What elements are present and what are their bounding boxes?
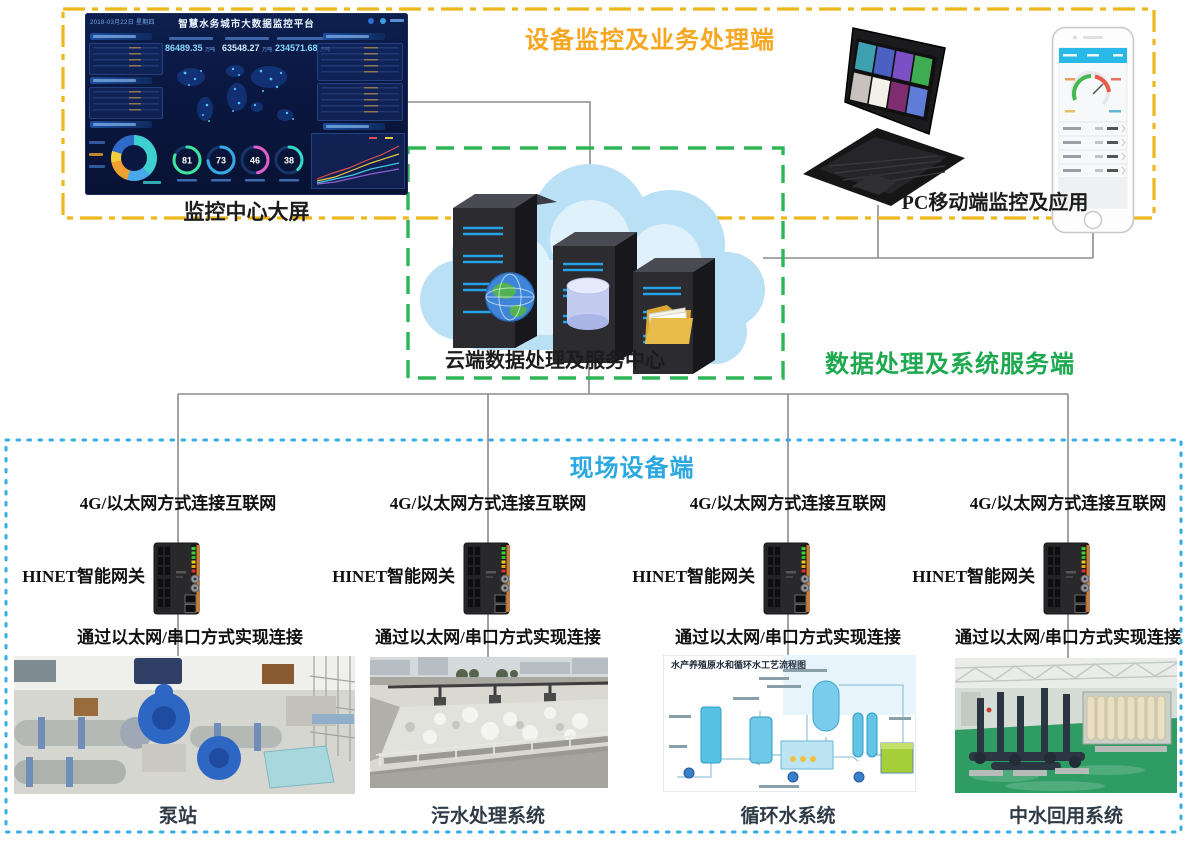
column4-connect-bottom-label: 通过以太网/串口方式实现连接 — [955, 628, 1181, 647]
dashboard-right-panel-title — [323, 123, 385, 130]
gauge-value-1: 81 — [182, 156, 192, 166]
laptop-screen — [847, 38, 937, 121]
column3-gateway-label: HINET智能网关 — [632, 567, 755, 586]
dashboard-line-chart — [311, 133, 405, 189]
dashboard-kpi-2: 63548.27 万吨 — [222, 43, 273, 53]
diagram-title: 水产养殖原水和循环水工艺流程图 — [671, 659, 806, 670]
system-caption-reuse: 中水回用系统 — [1008, 806, 1123, 827]
dashboard-header-icon — [380, 18, 386, 24]
pump-station-photo — [14, 656, 355, 794]
diagram-vessels — [700, 680, 914, 774]
hinet-gateway-device — [153, 542, 200, 615]
dashboard-left-table-1 — [89, 43, 163, 75]
gauge-value-2: 73 — [216, 156, 226, 166]
dashboard-right-panel-title — [323, 33, 385, 40]
section-title-field-devices: 现场设备端 — [569, 456, 695, 482]
cloud-caption: 云端数据处理及服务中心 — [445, 350, 665, 372]
pump-2 — [197, 736, 241, 780]
gauge-value-4: 38 — [284, 156, 294, 166]
laptop — [803, 27, 965, 206]
phone-home-button — [1083, 210, 1103, 230]
device-monitoring-border — [61, 7, 1156, 220]
dashboard-user-label — [390, 19, 404, 22]
hinet-gateway-device — [763, 542, 810, 615]
folder-icon — [645, 305, 693, 344]
data-service-border — [406, 146, 785, 380]
dashboard-left-panel-title — [90, 33, 152, 40]
dashboard-header-icon — [368, 18, 374, 24]
pc-mobile-caption: PC移动端监控及应用 — [901, 192, 1089, 214]
database-icon — [566, 277, 610, 330]
gauge-value-3: 46 — [250, 156, 260, 166]
monitoring-dashboard-screen: 2018-03月22日 星期四 智慧水务城市大数据监控平台 86489.35 万… — [85, 13, 408, 195]
cloud-data-center — [420, 164, 765, 374]
diagram-pumps — [683, 767, 865, 783]
column3-connect-bottom-label: 通过以太网/串口方式实现连接 — [675, 628, 901, 647]
column2-connect-top-label: 4G/以太网方式连接互联网 — [389, 494, 587, 513]
dashboard-gauges: 81 73 46 38 — [172, 145, 304, 182]
system-caption-sewage: 污水处理系统 — [430, 806, 545, 827]
phone-gauge — [1070, 70, 1111, 106]
hinet-gateway-device — [463, 542, 510, 615]
column1-connect-bottom-label: 通过以太网/串口方式实现连接 — [77, 628, 303, 647]
section-title-data-service: 数据处理及系统服务端 — [825, 352, 1075, 378]
laptop-keyboard — [819, 137, 947, 194]
phone-list — [1059, 121, 1127, 179]
column3-connect-top-label: 4G/以太网方式连接互联网 — [689, 494, 887, 513]
column4-connect-top-label: 4G/以太网方式连接互联网 — [969, 494, 1167, 513]
dashboard-donut-chart — [111, 135, 157, 181]
dashboard-left-table-2 — [89, 87, 163, 119]
dashboard-caption: 监控中心大屏 — [183, 200, 310, 224]
pump-1 — [138, 684, 190, 744]
dashboard-right-table-2 — [317, 83, 403, 121]
dashboard-date: 2018-03月22日 星期四 — [90, 20, 155, 26]
system-caption-pump-station: 泵站 — [158, 806, 197, 827]
dashboard-world-map — [177, 65, 294, 122]
pump-skids — [969, 688, 1085, 770]
dashboard-right-table-1 — [317, 43, 403, 81]
column2-connect-bottom-label: 通过以太网/串口方式实现连接 — [375, 628, 601, 647]
section-title-device-monitoring: 设备监控及业务处理端 — [525, 28, 775, 54]
column1-connect-top-label: 4G/以太网方式连接互联网 — [79, 494, 277, 513]
sewage-treatment-photo — [370, 657, 608, 788]
column1-gateway-label: HINET智能网关 — [22, 567, 145, 586]
water-reuse-photo — [955, 658, 1177, 793]
dashboard-title: 智慧水务城市大数据监控平台 — [178, 19, 315, 30]
circulating-water-diagram: 水产养殖原水和循环水工艺流程图 — [663, 655, 916, 792]
system-caption-circulating: 循环水系统 — [740, 806, 836, 827]
dashboard-left-panel-title — [90, 77, 152, 84]
dashboard-kpi-1: 86489.35 万吨 — [165, 43, 216, 53]
dashboard-left-panel-title — [90, 121, 152, 128]
column2-gateway-label: HINET智能网关 — [332, 567, 455, 586]
column4-gateway-label: HINET智能网关 — [912, 567, 1035, 586]
globe-icon — [485, 272, 535, 322]
phone — [1051, 26, 1135, 234]
hinet-gateway-device — [1043, 542, 1090, 615]
membrane-rack — [1082, 691, 1172, 745]
field-devices-border — [4, 438, 1183, 834]
